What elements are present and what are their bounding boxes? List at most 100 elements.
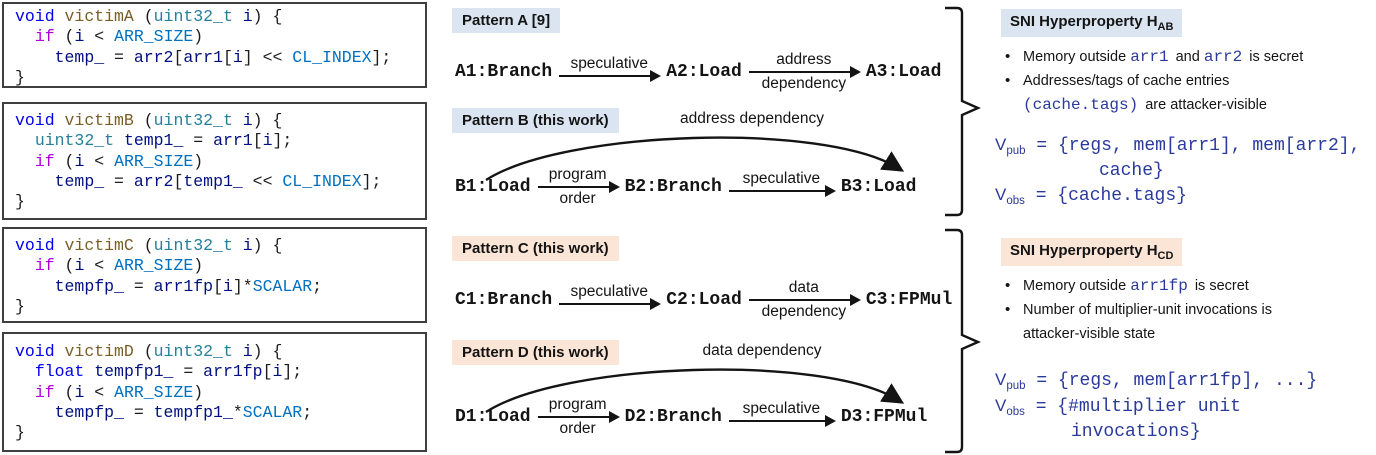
code-token [233, 342, 243, 361]
code-token: victimC [64, 236, 134, 255]
code-token: void [15, 236, 55, 255]
v-symbol: V [995, 185, 1007, 204]
code-line: void victimC (uint32_t i) { [15, 236, 425, 256]
code-token: [ [262, 362, 273, 382]
edge-label-below: order [559, 420, 596, 437]
code-token: i [74, 256, 85, 276]
code-token: uint32_t [153, 7, 233, 26]
code-token: arr1fp [153, 276, 214, 296]
v-subscript: obs [1006, 195, 1025, 207]
edge-label-above: program [548, 166, 607, 183]
code-token: temp1_ [183, 171, 243, 191]
code-token: tempfp_ [54, 276, 124, 296]
code-token: uint32_t [153, 342, 233, 361]
code-token: ; [312, 276, 323, 296]
code-token: i [74, 382, 85, 402]
code-token [233, 236, 243, 255]
code-box-victimA: void victimA (uint32_t i) { if (i < ARR_… [2, 2, 427, 88]
code-token: < [84, 27, 115, 47]
code-token [15, 403, 55, 422]
code-token: = [123, 276, 154, 296]
v-subscript: pub [1006, 380, 1026, 392]
v-line: invocations} [995, 420, 1317, 444]
property-hab-title-text: SNI Hyperproperty H [1010, 13, 1158, 30]
property-hab-vars: Vpub = {regs, mem[arr1], mem[arr2],cache… [995, 133, 1360, 209]
edge-label-above: speculative [742, 170, 821, 187]
code-token: ARR_SIZE [114, 256, 194, 276]
code-victimA: void victimA (uint32_t i) { if (i < ARR_… [4, 4, 425, 86]
code-line: tempfp_ = arr1fp[i]*SCALAR; [15, 277, 425, 297]
code-token: * [232, 402, 243, 422]
code-token: ( [133, 342, 154, 361]
code-token [15, 27, 35, 46]
code-token: ( [54, 27, 75, 47]
code-token: ) { [252, 111, 283, 130]
property-hab-bullets: Memory outside arr1 and arr2 is secretAd… [1001, 45, 1376, 117]
code-token: victimA [64, 7, 134, 26]
bullet-text: Addresses/tags of cache entries [1023, 73, 1230, 89]
property-hab-title: SNI Hyperproperty HAB [1001, 9, 1183, 37]
code-token: ARR_SIZE [114, 151, 194, 171]
code-token: arr2 [133, 171, 174, 191]
code-line: if (i < ARR_SIZE) [15, 152, 425, 172]
code-token: void [15, 111, 55, 130]
code-token: i [74, 27, 85, 47]
code-token: ( [133, 111, 154, 130]
code-token: ( [54, 382, 75, 402]
v-set-code: {regs, mem[arr1], mem[arr2], [1057, 136, 1361, 156]
edge-arrow: speculative [559, 55, 662, 82]
code-token: uint32_t [153, 111, 233, 130]
bullet-text: Number of multiplier-unit invocations is [1023, 302, 1273, 318]
code-box-victimD: void victimD (uint32_t i) { float tempfp… [2, 332, 427, 452]
code-token: temp_ [54, 47, 105, 67]
code-line: } [15, 297, 425, 317]
code-token: ) [193, 256, 204, 276]
code-box-victimC: void victimC (uint32_t i) { if (i < ARR_… [2, 227, 427, 323]
code-token: [ [213, 276, 223, 296]
code-token: ]* [232, 276, 253, 296]
inline-code: arr2 [1203, 48, 1243, 66]
bullet-text: is secret [1245, 49, 1304, 65]
code-token [15, 256, 35, 275]
v-symbol: V [995, 396, 1007, 415]
edge-label-above: speculative [570, 55, 648, 72]
v-set-code: cache} [1099, 161, 1164, 181]
code-token: [ [252, 131, 263, 151]
arrow-line [559, 298, 662, 310]
code-token: ) [193, 382, 204, 402]
code-token: i [74, 151, 85, 171]
code-token: if [34, 27, 55, 47]
code-line: temp_ = arr2[arr1[i] << CL_INDEX]; [15, 48, 425, 68]
v-symbol: V [995, 135, 1007, 154]
v-line: Vobs = {#multiplier unit [995, 394, 1317, 420]
code-token: = [173, 362, 204, 382]
code-token: = [104, 47, 134, 67]
pattern-node: B3:Load [840, 177, 917, 197]
v-equals: = [1025, 136, 1058, 156]
bullet-item: Addresses/tags of cache entries(cache.ta… [1001, 69, 1376, 117]
code-token: i [242, 236, 253, 255]
edge-label-above: data [788, 279, 819, 296]
code-token: i [242, 342, 253, 361]
property-hcd: SNI Hyperproperty HCD Memory outside arr… [995, 238, 1376, 453]
code-token: ]; [371, 47, 392, 67]
code-token: ( [133, 236, 154, 255]
inline-code: arr1 [1130, 48, 1169, 66]
code-token [15, 48, 55, 67]
code-token: [ [222, 47, 233, 67]
code-token: victimD [64, 342, 134, 361]
code-token: ) [193, 27, 204, 47]
arrow-line [748, 66, 861, 78]
code-token: victimB [64, 111, 134, 130]
code-line: if (i < ARR_SIZE) [15, 383, 425, 403]
property-hcd-bullets: Memory outside arr1fp is secretNumber of… [1001, 274, 1376, 346]
edge-arrow: speculative [559, 283, 662, 310]
v-line: Vpub = {regs, mem[arr1], mem[arr2], [995, 133, 1360, 159]
bullet-text: are attacker-visible [1141, 97, 1267, 113]
code-token: ) [193, 151, 204, 171]
code-token: tempfp_ [54, 402, 124, 422]
code-token: ) { [252, 236, 283, 255]
